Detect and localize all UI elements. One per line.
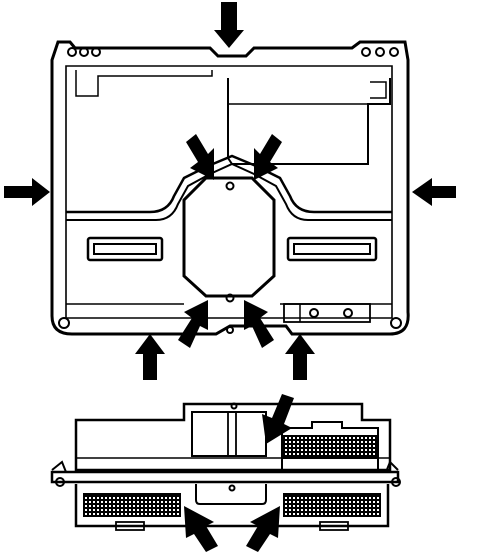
mounting-hole-top-right-2 — [375, 47, 385, 57]
right-connector-slot — [286, 236, 378, 262]
left-connector-slot-inner — [93, 243, 157, 255]
arrow-side-lower-left — [184, 506, 218, 552]
side-bottom-screw — [228, 484, 236, 492]
mounting-hole-top-left — [67, 47, 77, 57]
side-bottom-box — [74, 484, 390, 528]
mounting-hole-bottom-right — [390, 317, 402, 329]
arrow-right — [412, 178, 456, 206]
side-flange-bolt-left — [55, 477, 65, 487]
side-connector-lower-left — [83, 493, 181, 517]
bottom-right-bracket — [283, 303, 371, 323]
bracket-bolt-right — [343, 308, 353, 318]
arrow-diag-upper-right — [254, 134, 282, 180]
hex-cover-plate — [182, 176, 276, 298]
arrow-top — [214, 2, 244, 48]
mounting-hole-top-left-3 — [91, 47, 101, 57]
arrow-diag-upper-left — [186, 134, 214, 180]
bracket-bolt-left — [309, 308, 319, 318]
side-bottom-centre-recess — [195, 484, 267, 505]
mounting-hole-top-left-2 — [79, 47, 89, 57]
mounting-hole-top-right-3 — [389, 47, 399, 57]
side-view-connectors — [83, 435, 381, 517]
hex-cover-screw-bottom — [225, 293, 235, 303]
upper-right-recess — [227, 78, 391, 165]
side-cover-top-block — [191, 411, 267, 457]
housing-inner-border — [65, 65, 393, 319]
right-connector-slot-inner — [293, 243, 371, 255]
centre-ridge-inner — [66, 162, 392, 221]
arrow-side-lower-right — [246, 506, 280, 552]
side-view-arrows — [184, 394, 294, 552]
side-top-cover — [74, 402, 392, 472]
side-flange-lug-left — [51, 460, 67, 473]
arrow-side-upper-right — [262, 394, 294, 444]
arrow-bottom-right — [285, 334, 315, 380]
arrow-diag-lower-left — [178, 300, 208, 348]
side-flange-plate — [50, 470, 400, 484]
side-connector-lower-right — [283, 493, 381, 517]
mounting-hole-bottom-left — [58, 317, 70, 329]
arrow-diag-lower-right — [244, 300, 274, 348]
arrow-left — [4, 178, 50, 206]
side-flange-bolt-right — [391, 477, 401, 487]
bottom-centre-screw — [226, 326, 234, 334]
side-flange-lug-right — [385, 460, 399, 473]
top-view-arrows — [4, 2, 456, 380]
upper-right-tab — [370, 81, 387, 99]
top-view — [50, 40, 410, 336]
upper-left-recess — [75, 70, 213, 97]
left-connector-slot — [86, 236, 164, 262]
side-connector-upper-right — [283, 435, 379, 459]
housing-flange — [50, 40, 410, 336]
side-cover-screw — [230, 402, 238, 410]
side-bottom-foot-left — [115, 521, 145, 531]
mounting-hole-top-right — [361, 47, 371, 57]
arrow-bottom-left — [135, 334, 165, 380]
side-bottom-foot-right — [319, 521, 349, 531]
hex-cover-screw-top — [225, 181, 235, 191]
centre-ridge-outer — [66, 154, 392, 214]
